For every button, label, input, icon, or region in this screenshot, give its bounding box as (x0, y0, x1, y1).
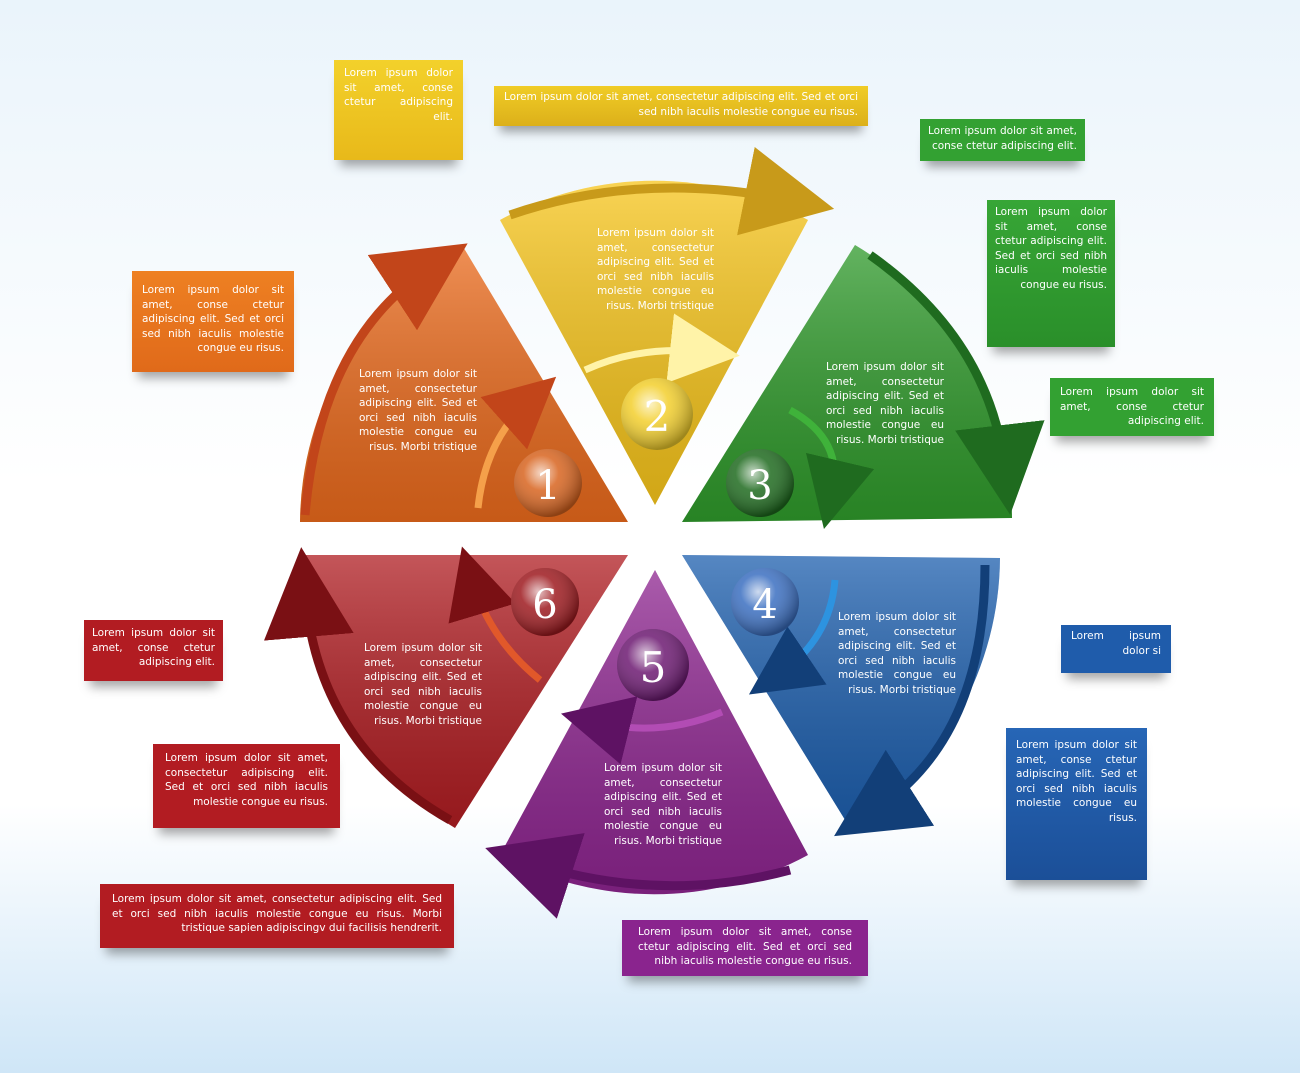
arc-arrow-red (263, 547, 453, 824)
note-green-bottom: Lorem ipsum dolor sit amet, conse ctetur… (1050, 378, 1214, 436)
segment-4-number: 4 (752, 582, 777, 628)
note-yellow-banner: Lorem ipsum dolor sit amet, consectetur … (494, 86, 868, 126)
number-ball-3: 3 (726, 449, 794, 517)
note-red-medium: Lorem ipsum dolor sit amet, consectetur … (153, 744, 340, 828)
segment-3-text: Lorem ipsum dolor sit amet, consectetur … (826, 361, 944, 446)
note-orange: Lorem ipsum dolor sit amet, conse ctetur… (132, 271, 294, 372)
number-ball-1: 1 (514, 449, 582, 517)
arc-arrow-yellow (508, 147, 835, 236)
inner-arrow-orange (474, 376, 557, 509)
inner-arrow-purple (561, 696, 724, 765)
number-ball-4: 4 (731, 568, 799, 636)
note-blue-small: Lorem ipsum dolor si (1061, 625, 1171, 673)
segment-4-text: Lorem ipsum dolor sit amet, consectetur … (838, 611, 956, 696)
inner-arrow-blue (748, 579, 839, 695)
inner-arrow-yellow (583, 313, 740, 384)
number-ball-5: 5 (617, 629, 689, 701)
segment-2-number: 2 (644, 392, 671, 441)
note-yellow-square: Lorem ipsum dolor sit amet, conse ctetur… (334, 60, 463, 160)
note-green-top: Lorem ipsum dolor sit amet, conse ctetur… (920, 119, 1085, 161)
segment-2-text: Lorem ipsum dolor sit amet, consectetur … (597, 227, 714, 312)
inner-arrow-red (448, 546, 543, 683)
note-red-small: Lorem ipsum dolor sit amet, conse ctetur… (84, 620, 223, 681)
segment-5-text: Lorem ipsum dolor sit amet, consectetur … (604, 762, 722, 847)
arc-arrow-green (867, 251, 1045, 515)
arc-arrow-blue (834, 564, 990, 837)
number-ball-2: 2 (621, 378, 693, 450)
inner-arrow-green (788, 406, 875, 530)
note-red-wide: Lorem ipsum dolor sit amet, consectetur … (100, 884, 454, 948)
segment-1-text: Lorem ipsum dolor sit amet, consectetur … (359, 368, 477, 453)
arc-arrow-orange (300, 243, 468, 516)
number-ball-6: 6 (511, 568, 579, 636)
note-purple: Lorem ipsum dolor sit amet, conse ctetur… (622, 920, 868, 976)
segment-3-number: 3 (747, 463, 772, 509)
note-blue-large: Lorem ipsum dolor sit amet, conse ctetur… (1006, 728, 1147, 880)
segment-6-text: Lorem ipsum dolor sit amet, consectetur … (364, 642, 482, 727)
segment-1-number: 1 (535, 463, 560, 509)
segment-6-number: 6 (532, 582, 557, 628)
segment-5-number: 5 (640, 643, 667, 692)
arc-arrow-purple (485, 833, 792, 919)
note-green-middle: Lorem ipsum dolor sit amet, conse ctetur… (987, 200, 1115, 347)
